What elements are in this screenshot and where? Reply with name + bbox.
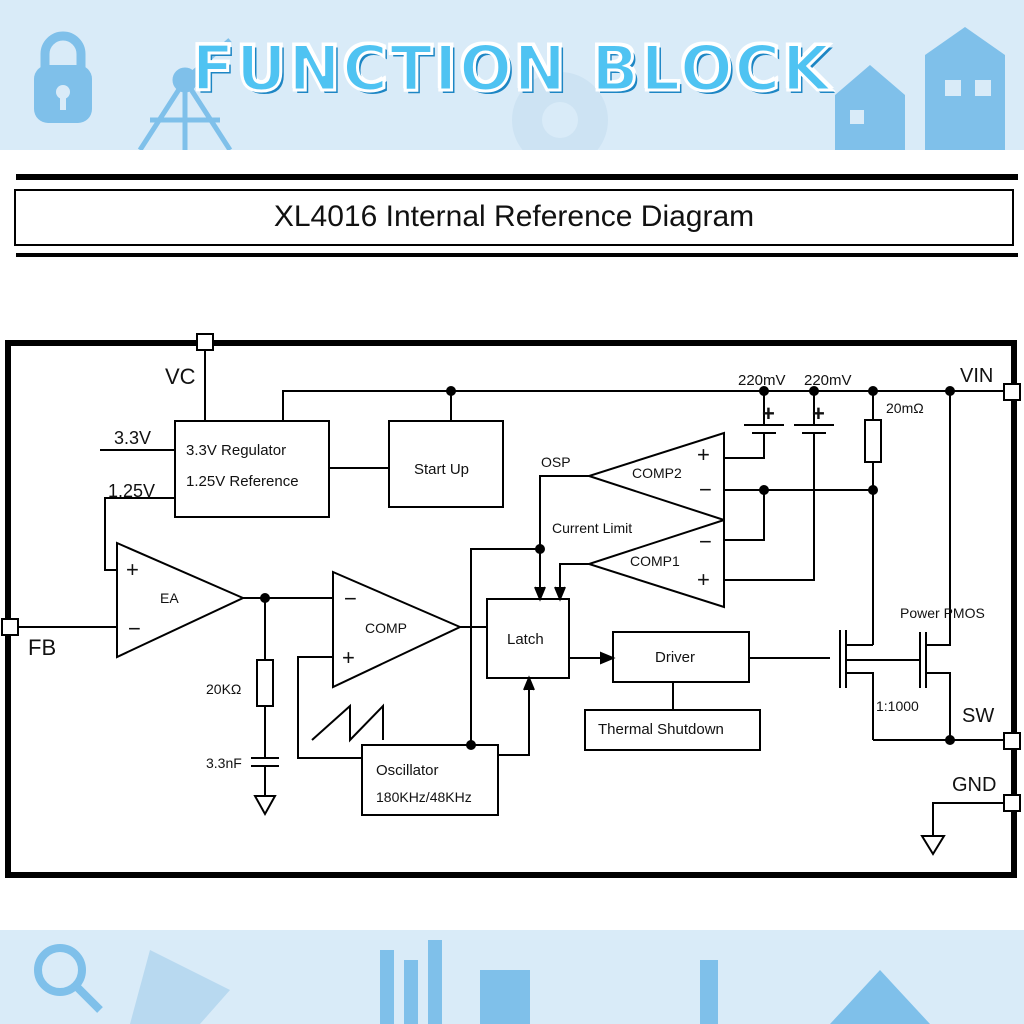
label-220mv-1: 220mV	[738, 372, 786, 389]
ea-label: EA	[160, 590, 179, 606]
regulator-label-2: 1.25V Reference	[186, 473, 299, 490]
banner-title: FUNCTION BLOCK	[190, 31, 833, 107]
ea-amplifier	[116, 541, 246, 659]
oscillator-label-1: Oscillator	[376, 762, 439, 779]
oscillator-block	[361, 744, 499, 816]
comp-minus: −	[344, 586, 357, 611]
bottom-rule	[16, 253, 1018, 257]
comp1-label: COMP1	[630, 553, 680, 569]
comp2-amplifier	[585, 431, 725, 522]
resistor-20k	[256, 659, 274, 707]
junction-dots	[260, 386, 955, 750]
pin-sw	[1003, 732, 1021, 750]
pin-fb	[1, 618, 19, 636]
top-rule	[16, 174, 1018, 180]
startup-block	[388, 420, 504, 508]
comp2-minus: −	[699, 477, 712, 502]
house-icon	[835, 27, 1005, 150]
comp1-plus: +	[697, 567, 710, 592]
resistor-20k-label: 20KΩ	[206, 681, 241, 697]
building-icon	[380, 940, 718, 1024]
comp-plus: +	[342, 645, 355, 670]
osp-label: OSP	[541, 454, 571, 470]
regulator-label-1: 3.3V Regulator	[186, 442, 286, 459]
comp2-plus: +	[697, 442, 710, 467]
ratio-label: 1:1000	[876, 698, 919, 714]
ground-symbol-comp	[253, 795, 277, 817]
label-3v3: 3.3V	[114, 428, 151, 448]
gear-icon	[512, 72, 608, 150]
comp-amplifier	[332, 570, 463, 689]
top-banner: FUNCTION BLOCK	[0, 0, 1024, 150]
pin-label-vc: VC	[165, 364, 196, 389]
ground-symbol-gnd	[920, 835, 946, 856]
chip-outline	[5, 340, 1017, 878]
pin-label-sw: SW	[962, 705, 994, 727]
sawtooth-ramp	[311, 703, 384, 743]
magnifier-icon	[34, 944, 103, 1013]
pin-label-gnd: GND	[952, 774, 996, 796]
network-icon	[137, 38, 233, 150]
banner-decoration	[34, 27, 1005, 150]
ref1-plus: +	[762, 401, 775, 426]
resistor-20m-label: 20mΩ	[886, 400, 924, 416]
block-diagram: VC FB VIN SW GND 3.3V 1.25V 220mV 220mV …	[1, 333, 1021, 878]
pin-vin	[1003, 383, 1021, 401]
padlock-icon	[34, 31, 92, 123]
driver-label: Driver	[655, 649, 695, 666]
current-limit-label: Current Limit	[552, 520, 632, 536]
startup-label: Start Up	[414, 461, 469, 478]
bottom-banner	[0, 930, 1024, 1024]
regulator-block	[174, 420, 330, 518]
diagram-title-box: XL4016 Internal Reference Diagram	[14, 189, 1014, 246]
bottom-banner-decoration	[34, 940, 930, 1024]
ref2-plus: +	[812, 401, 825, 426]
pin-label-fb: FB	[28, 635, 56, 660]
comp-label: COMP	[365, 620, 407, 636]
latch-label: Latch	[507, 631, 544, 648]
ea-plus: +	[126, 557, 139, 582]
label-220mv-2: 220mV	[804, 372, 852, 389]
ea-minus: −	[128, 616, 141, 641]
pin-vc	[196, 333, 214, 351]
diagram-title: XL4016 Internal Reference Diagram	[273, 200, 755, 233]
oscillator-label-2: 180KHz/48KHz	[376, 789, 472, 805]
comp1-amplifier	[585, 518, 725, 609]
resistor-20m	[864, 419, 882, 463]
pmos-label: Power PMOS	[900, 605, 985, 621]
pin-gnd	[1003, 794, 1021, 812]
capacitor-label: 3.3nF	[206, 755, 242, 771]
thermal-label: Thermal Shutdown	[598, 721, 724, 738]
comp2-label: COMP2	[632, 465, 682, 481]
pin-label-vin: VIN	[960, 365, 993, 387]
comp1-minus: −	[699, 529, 712, 554]
label-1v25: 1.25V	[108, 481, 155, 501]
